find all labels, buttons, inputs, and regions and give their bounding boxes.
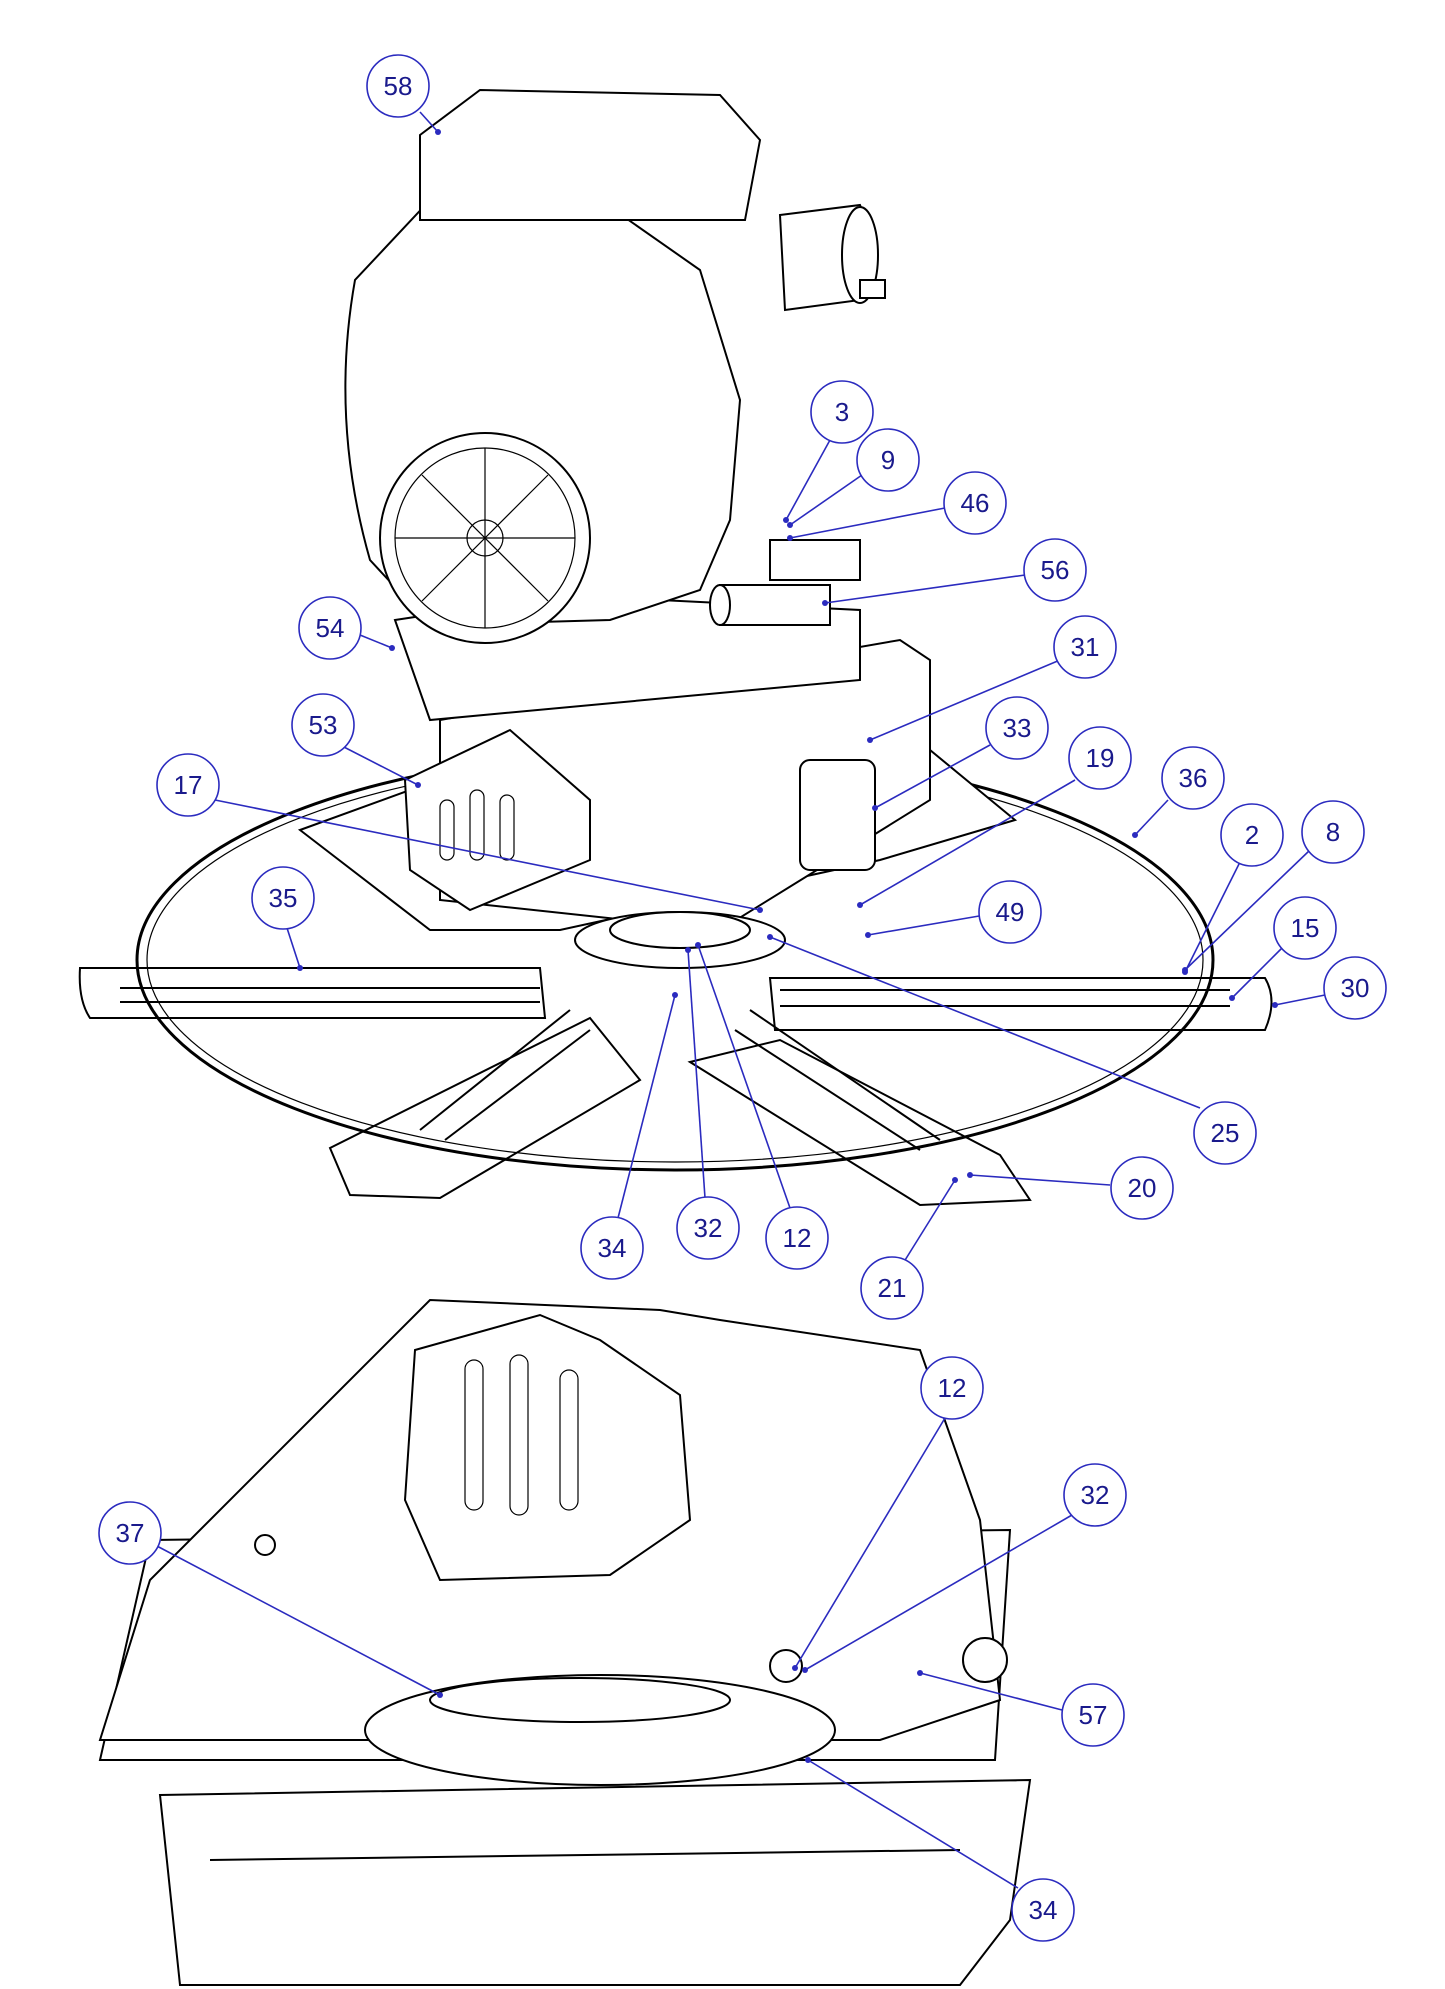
trowel-blade-right <box>768 977 1273 1031</box>
callout-32-bottom-label: 32 <box>1081 1480 1110 1510</box>
callout-2-label: 2 <box>1245 820 1259 850</box>
callout-12-bottom: 12 <box>792 1356 984 1671</box>
callout-34-bottom: 34 <box>805 1757 1075 1942</box>
callout-53-label: 53 <box>309 710 338 740</box>
callout-37-label: 37 <box>116 1518 145 1548</box>
callout-21: 21 <box>860 1177 958 1320</box>
callout-8: 8 <box>1182 800 1365 973</box>
callout-9: 9 <box>787 428 920 528</box>
callout-25: 25 <box>767 934 1257 1165</box>
callout-36: 36 <box>1132 746 1225 838</box>
callout-30: 30 <box>1272 956 1387 1020</box>
callout-33: 33 <box>872 696 1049 811</box>
callout-58: 58 <box>366 54 441 135</box>
callout-19: 19 <box>857 726 1132 908</box>
upper-assembly-drawing <box>78 88 1273 1207</box>
trowel-blade-left <box>78 967 547 1019</box>
callout-31-label: 31 <box>1071 632 1100 662</box>
callout-32-bottom: 32 <box>802 1463 1127 1673</box>
callout-25-label: 25 <box>1211 1118 1240 1148</box>
callout-54-label: 54 <box>316 613 345 643</box>
callout-46: 46 <box>787 471 1007 541</box>
detail-fan-guard <box>403 1313 692 1582</box>
engine-top-cover <box>419 88 762 221</box>
callout-34-top-label: 34 <box>598 1233 627 1263</box>
callout-32-top-label: 32 <box>694 1213 723 1243</box>
trowel-blade-front-right <box>687 1038 1032 1207</box>
callout-12-top-label: 12 <box>783 1223 812 1253</box>
callout-20: 20 <box>967 1156 1174 1220</box>
callout-12-bottom-label: 12 <box>938 1373 967 1403</box>
callout-19-label: 19 <box>1086 743 1115 773</box>
callout-54: 54 <box>298 596 395 660</box>
callout-33-label: 33 <box>1003 713 1032 743</box>
callout-21-label: 21 <box>878 1273 907 1303</box>
callout-8-label: 8 <box>1326 817 1340 847</box>
callout-30-label: 30 <box>1341 973 1370 1003</box>
callout-17-label: 17 <box>174 770 203 800</box>
callout-58-label: 58 <box>384 71 413 101</box>
detail-grease-fitting <box>769 1649 803 1683</box>
callout-12-top: 12 <box>695 942 829 1270</box>
callout-53: 53 <box>291 693 421 788</box>
fan-guard <box>403 728 591 912</box>
callout-2: 2 <box>1182 803 1284 975</box>
callout-32-top: 32 <box>676 947 740 1260</box>
callout-3: 3 <box>783 380 874 523</box>
callout-20-label: 20 <box>1128 1173 1157 1203</box>
callout-34-bottom-label: 34 <box>1029 1895 1058 1925</box>
callout-56: 56 <box>822 538 1087 606</box>
callout-56-label: 56 <box>1041 555 1070 585</box>
oil-filter <box>799 759 876 871</box>
callout-49: 49 <box>865 880 1042 944</box>
callout-36-label: 36 <box>1179 763 1208 793</box>
callout-17: 17 <box>156 753 763 913</box>
callout-35-label: 35 <box>269 883 298 913</box>
callout-35: 35 <box>251 866 315 971</box>
detail-blade-assembly <box>158 1778 1032 1986</box>
callout-57-label: 57 <box>1079 1700 1108 1730</box>
detail-hub <box>429 1677 731 1723</box>
callout-31: 31 <box>867 615 1117 743</box>
callout-9-label: 9 <box>881 445 895 475</box>
callout-37: 37 <box>98 1501 443 1698</box>
callout-34-top: 34 <box>580 992 678 1280</box>
callout-15: 15 <box>1229 896 1337 1001</box>
trowel-blade-front-left <box>328 1016 642 1200</box>
callout-3-label: 3 <box>835 397 849 427</box>
callout-15-label: 15 <box>1291 913 1320 943</box>
callout-49-label: 49 <box>996 897 1025 927</box>
pivot-tube <box>719 584 831 626</box>
lower-detail-drawing <box>98 1298 1032 1986</box>
callout-57: 57 <box>917 1670 1125 1747</box>
callout-46-label: 46 <box>961 488 990 518</box>
